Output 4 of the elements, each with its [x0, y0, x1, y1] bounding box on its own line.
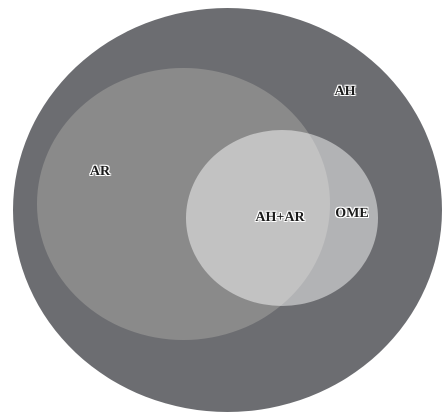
set-label: OME [335, 206, 369, 222]
overlap-label: AH+AR [255, 210, 305, 226]
set-label: AR [90, 164, 110, 180]
set-label: AH [334, 84, 356, 100]
